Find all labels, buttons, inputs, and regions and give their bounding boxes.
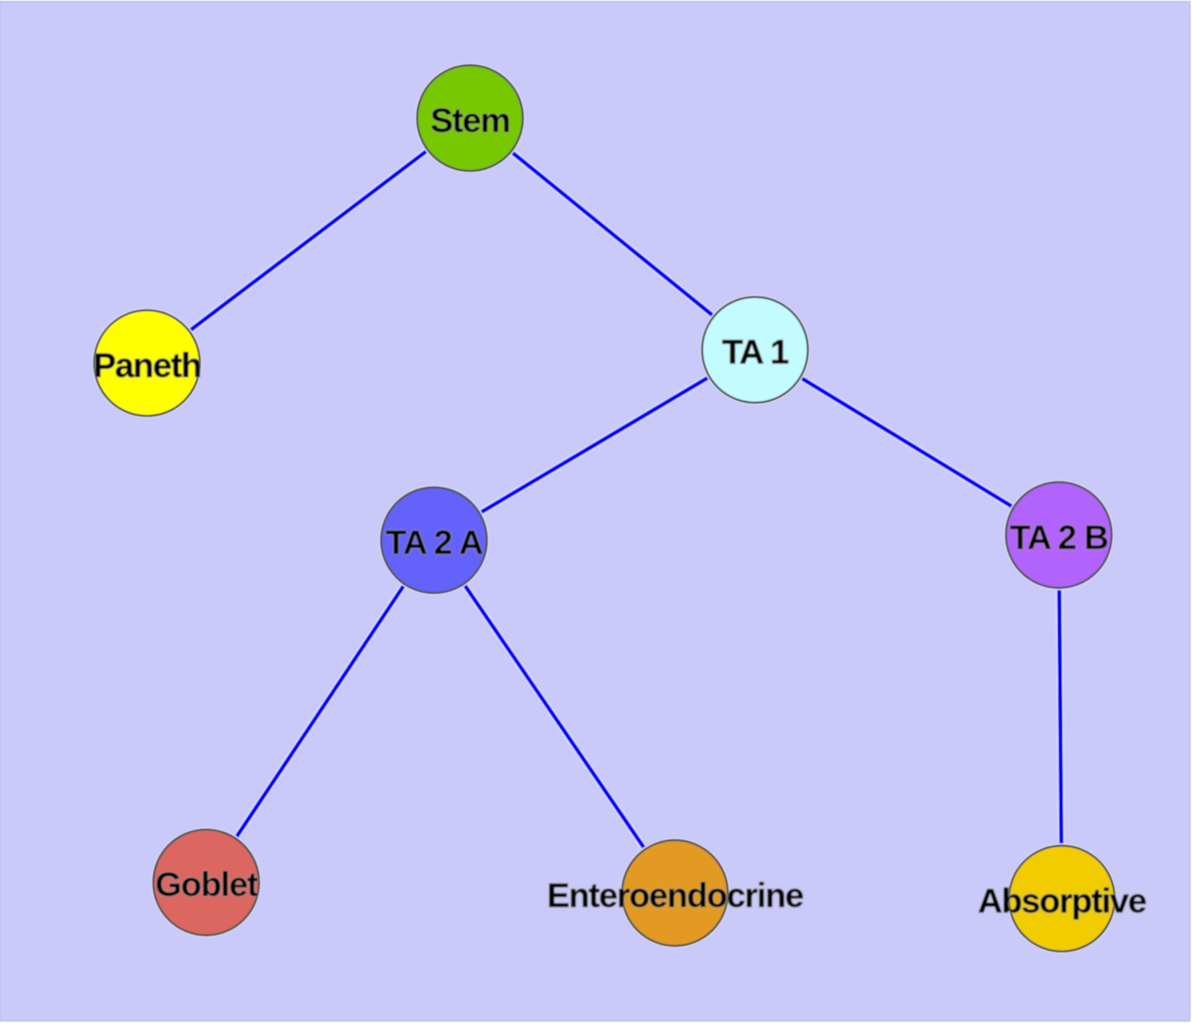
svg-text:TA 2 B: TA 2 B <box>1010 519 1109 557</box>
svg-text:TA 2 A: TA 2 A <box>386 524 483 562</box>
svg-text:Goblet: Goblet <box>155 866 259 904</box>
svg-text:Absorptive: Absorptive <box>978 882 1147 920</box>
svg-text:Paneth: Paneth <box>93 347 201 385</box>
svg-text:Stem: Stem <box>430 102 510 140</box>
svg-text:TA 1: TA 1 <box>722 334 789 372</box>
svg-text:Enteroendocrine: Enteroendocrine <box>547 877 804 915</box>
